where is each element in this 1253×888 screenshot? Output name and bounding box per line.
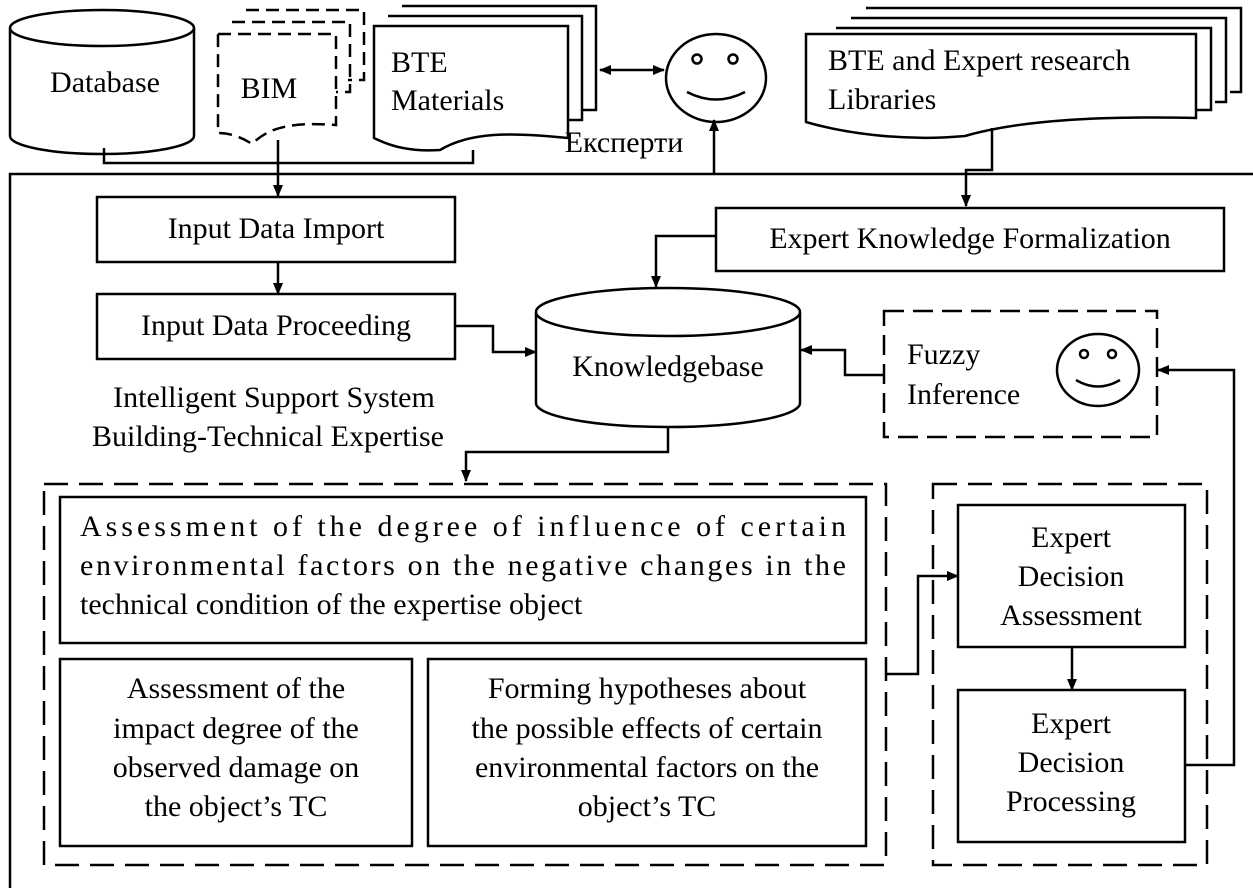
environmental-label-1: Assessment of the degree of influence of… <box>80 510 846 543</box>
decision-group <box>931 482 1209 867</box>
environmental-label-3: technical condition of the expertise obj… <box>80 588 583 621</box>
hypotheses-label-1: Forming hypotheses about <box>488 672 807 705</box>
system-title-2: Building-Technical Expertise <box>92 420 444 453</box>
hypotheses-label-3: environmental factors on the <box>475 751 819 784</box>
environmental-assessment-box <box>58 495 868 645</box>
bim-label: BIM <box>241 72 298 105</box>
input-processing-box <box>95 292 457 361</box>
decision-processing-label-2: Decision <box>1018 746 1125 779</box>
damage-label-2: impact degree of the <box>113 712 359 745</box>
bte-materials-label-2: Materials <box>391 84 504 117</box>
fuzzy-inference-label-1: Fuzzy <box>907 338 980 371</box>
libraries-label-1: BTE and Expert research <box>828 44 1130 77</box>
system-frame <box>8 172 1253 888</box>
knowledge-formalization-box <box>714 206 1226 273</box>
input-processing-label: Input Data Proceeding <box>141 309 411 342</box>
fuzzy-to-knowledgebase-arrow <box>800 345 884 377</box>
processing-to-fuzzy-arrow <box>1157 365 1236 767</box>
database-cylinder <box>8 8 196 156</box>
hypotheses-label-4: object’s TC <box>578 790 717 823</box>
decision-processing-box <box>956 688 1187 844</box>
database-label: Database <box>50 66 160 99</box>
bte-materials-label-1: BTE <box>391 46 448 79</box>
input-import-label: Input Data Import <box>168 212 385 245</box>
decision-assessment-label-1: Expert <box>1031 521 1112 554</box>
experts-smiley-icon <box>664 32 768 124</box>
damage-assessment-box <box>58 657 414 848</box>
experts-label: Експерти <box>565 126 684 159</box>
damage-label-1: Assessment of the <box>127 672 345 705</box>
decision-assessment-label-3: Assessment <box>1000 599 1142 632</box>
bte-materials-document <box>372 4 598 152</box>
libraries-label-2: Libraries <box>828 83 936 116</box>
formalization-to-knowledgebase-arrow <box>651 234 716 288</box>
libraries-to-formalization-arrow <box>961 128 994 207</box>
hypotheses-box <box>426 657 868 848</box>
damage-label-4: the object’s TC <box>145 790 328 823</box>
fuzzy-inference-label-2: Inference <box>907 378 1020 411</box>
knowledgebase-to-assessment-arrow <box>461 428 670 482</box>
fuzzy-inference-box <box>882 309 1159 439</box>
damage-label-3: observed damage on <box>113 751 360 784</box>
input-import-box <box>95 195 457 264</box>
knowledge-formalization-label: Expert Knowledge Formalization <box>769 222 1171 255</box>
decision-assessment-label-2: Decision <box>1018 560 1125 593</box>
knowledgebase-cylinder <box>534 286 802 429</box>
knowledgebase-label: Knowledgebase <box>572 350 764 383</box>
libraries-document <box>804 6 1243 140</box>
fuzzy-smiley-icon <box>1055 332 1141 408</box>
bim-document <box>216 8 366 146</box>
sources-merge-line <box>102 148 475 165</box>
system-title-1: Intelligent Support System <box>113 381 435 414</box>
decision-processing-label-1: Expert <box>1031 707 1112 740</box>
assessment-to-decision-arrow <box>886 571 959 676</box>
hypotheses-label-2: the possible effects of certain <box>472 712 823 745</box>
decision-processing-label-3: Processing <box>1006 785 1136 818</box>
processing-to-knowledgebase-arrow <box>455 324 537 357</box>
environmental-label-2: environmental factors on the negative ch… <box>80 549 846 582</box>
